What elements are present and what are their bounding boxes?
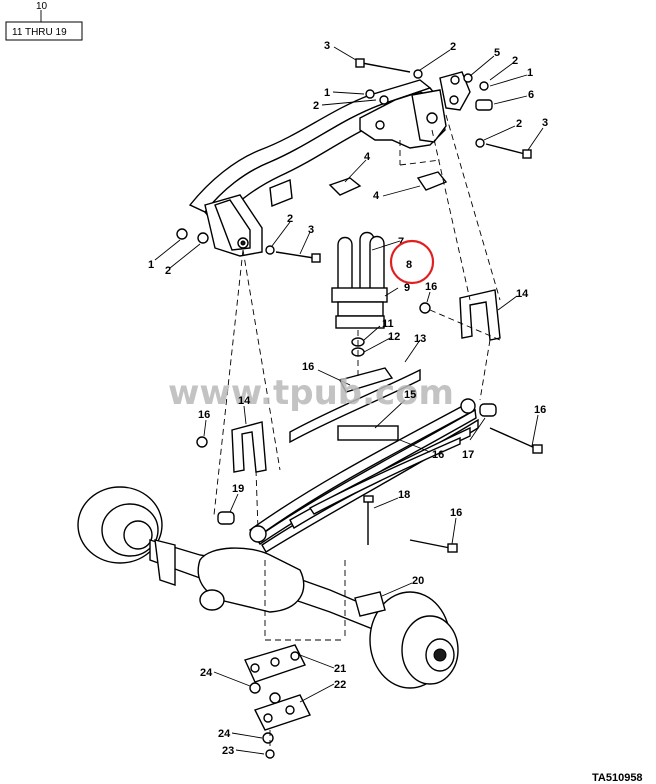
callout-16-d: 16 bbox=[534, 404, 546, 416]
spacer-15 bbox=[337, 425, 399, 441]
callout-24-b: 24 bbox=[218, 728, 231, 740]
callout-12: 12 bbox=[388, 331, 400, 343]
u-bolt-a bbox=[337, 236, 353, 293]
bolt-head-16 bbox=[447, 543, 458, 553]
callout-3-left: 3 bbox=[308, 224, 314, 236]
callout-24-a: 24 bbox=[200, 667, 213, 679]
plate-22 bbox=[254, 694, 311, 731]
callout-22: 22 bbox=[334, 679, 346, 691]
callout-23: 23 bbox=[222, 745, 234, 757]
clamp-plates bbox=[244, 644, 311, 759]
spacer-block-16 bbox=[338, 367, 394, 393]
callout-7: 7 bbox=[398, 236, 404, 248]
callout-16-f: 16 bbox=[450, 507, 462, 519]
reference-box: 10 11 THRU 19 bbox=[5, 1, 83, 41]
callout-3-mid-right: 3 bbox=[542, 117, 548, 129]
callout-1-top-right: 1 bbox=[527, 67, 533, 79]
callout-5: 5 bbox=[494, 47, 500, 59]
callout-19: 19 bbox=[232, 483, 244, 495]
insulator-b bbox=[416, 171, 448, 191]
callout-4-b: 4 bbox=[373, 190, 380, 202]
nut-1-left bbox=[176, 228, 188, 240]
callout-18: 18 bbox=[398, 489, 410, 501]
shackle-14-left bbox=[231, 421, 267, 473]
callout-15: 15 bbox=[404, 389, 416, 401]
callout-4-a: 4 bbox=[364, 151, 371, 163]
bushing-19 bbox=[217, 511, 235, 525]
callout-14-right: 14 bbox=[516, 288, 529, 300]
frame-rail bbox=[188, 71, 471, 257]
bushing-17 bbox=[479, 403, 497, 417]
callout-14-left: 14 bbox=[238, 395, 251, 407]
callout-21: 21 bbox=[334, 663, 346, 675]
nut-24-bottom bbox=[262, 732, 274, 744]
figure-id: TA510958 bbox=[592, 772, 643, 784]
spring-main-pack bbox=[249, 398, 479, 553]
rear-shackle bbox=[439, 71, 471, 111]
bracket-left bbox=[269, 179, 293, 207]
callout-leaders bbox=[154, 46, 544, 755]
callout-1-top-left: 1 bbox=[324, 87, 330, 99]
reference-number: 10 bbox=[36, 1, 48, 12]
callout-2-top-b: 2 bbox=[512, 55, 518, 67]
callout-17: 17 bbox=[462, 449, 474, 461]
insulator-a bbox=[328, 177, 362, 196]
callout-6: 6 bbox=[528, 89, 534, 101]
nut-1-top bbox=[479, 81, 489, 91]
callout-2-top-a: 2 bbox=[450, 41, 456, 53]
callout-3-top: 3 bbox=[324, 40, 330, 52]
callout-2-top-left: 2 bbox=[313, 100, 319, 112]
nut-16-top bbox=[419, 302, 431, 314]
washer-2-top bbox=[413, 69, 423, 79]
callout-2-left: 2 bbox=[287, 213, 293, 225]
u-bolts bbox=[331, 231, 388, 357]
spacer-9 bbox=[331, 287, 388, 303]
reference-box-frame bbox=[5, 21, 83, 41]
callout-2-mid-right: 2 bbox=[516, 118, 522, 130]
callout-labels: 3 2 5 2 1 1 6 2 2 3 4 4 2 3 1 2 7 8 9 16… bbox=[148, 40, 548, 757]
plate-9 bbox=[337, 301, 384, 317]
nut-24-top bbox=[249, 682, 261, 694]
callout-16-a: 16 bbox=[425, 281, 437, 293]
callout-13: 13 bbox=[414, 333, 426, 345]
callout-20: 20 bbox=[412, 575, 424, 587]
callout-1-left: 1 bbox=[148, 259, 154, 271]
lower-fasteners bbox=[196, 302, 543, 553]
washer-2-left bbox=[197, 232, 209, 244]
nut-16-left bbox=[196, 436, 208, 448]
bushing-6 bbox=[475, 99, 493, 111]
highlight-circle bbox=[389, 239, 435, 285]
shackle-14-right bbox=[459, 289, 501, 341]
bolt-head-3-left bbox=[311, 253, 321, 263]
callout-11: 11 bbox=[382, 318, 394, 330]
callout-8: 8 bbox=[406, 259, 412, 271]
watermark: www.tpub.com bbox=[168, 373, 454, 413]
axle-assembly bbox=[77, 486, 459, 689]
callout-2-left-b: 2 bbox=[165, 265, 171, 277]
callout-16-c: 16 bbox=[198, 409, 210, 421]
assembly-guides bbox=[213, 114, 501, 750]
callout-9: 9 bbox=[404, 282, 410, 294]
callout-16-e: 16 bbox=[432, 449, 444, 461]
bolt-head-3-right bbox=[522, 149, 532, 159]
washer-23 bbox=[265, 749, 275, 759]
callout-16-b: 16 bbox=[302, 361, 314, 373]
reference-range: 11 THRU 19 bbox=[12, 27, 67, 38]
differential-housing bbox=[197, 547, 305, 613]
spring-top-leaf bbox=[289, 367, 421, 444]
bracket-20 bbox=[354, 591, 386, 617]
bolt-head-3-top bbox=[355, 58, 365, 68]
